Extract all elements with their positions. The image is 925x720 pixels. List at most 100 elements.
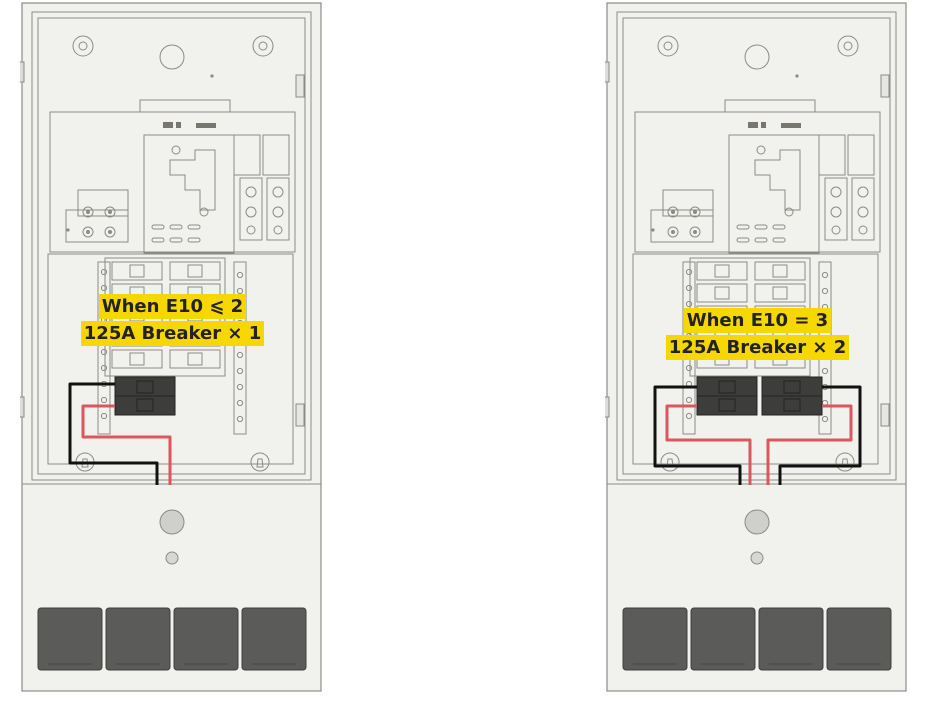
meter-screw bbox=[171, 145, 181, 155]
keyhole-slot bbox=[256, 458, 264, 468]
wire-black bbox=[653, 385, 742, 485]
neutral-terminal bbox=[824, 177, 848, 241]
bottom-knockout bbox=[241, 607, 307, 671]
door-frame bbox=[616, 11, 897, 481]
bus-screw bbox=[236, 271, 244, 279]
bus-screw bbox=[236, 287, 244, 295]
bus-screw bbox=[821, 271, 829, 279]
terminal-screw bbox=[273, 225, 283, 235]
breaker-handle bbox=[187, 352, 203, 366]
hinge bbox=[605, 396, 610, 418]
terminal-block bbox=[176, 122, 181, 128]
screw-dot bbox=[66, 228, 70, 232]
branch-breaker bbox=[169, 261, 221, 281]
branch-breaker bbox=[169, 349, 221, 369]
latch bbox=[295, 74, 305, 98]
latch bbox=[295, 403, 305, 427]
slot bbox=[754, 237, 768, 243]
slot bbox=[187, 224, 201, 230]
bus-screw bbox=[685, 412, 693, 420]
breaker-handle bbox=[714, 264, 730, 278]
top-bracket bbox=[139, 99, 231, 113]
slot bbox=[736, 237, 750, 243]
keyhole bbox=[835, 452, 855, 472]
latch bbox=[880, 74, 890, 98]
terminal-screw bbox=[246, 225, 256, 235]
breaker-handle bbox=[136, 398, 154, 412]
breaker-handle bbox=[783, 380, 801, 394]
enclosure-diagram bbox=[605, 2, 907, 692]
breaker-handle bbox=[718, 398, 736, 412]
top-knockout bbox=[159, 44, 185, 70]
neutral-terminal bbox=[266, 177, 290, 241]
branch-breaker bbox=[111, 261, 163, 281]
breaker-handle bbox=[772, 286, 788, 300]
lug-bolt-center bbox=[671, 210, 675, 214]
bus-screw bbox=[236, 399, 244, 407]
wire-red bbox=[665, 404, 752, 485]
wire-black bbox=[778, 385, 862, 485]
mounting-hole-center bbox=[843, 41, 853, 51]
wire-black bbox=[68, 382, 159, 485]
mounting-hole bbox=[657, 35, 679, 57]
terminal-screw bbox=[857, 186, 869, 198]
neutral-terminal bbox=[239, 177, 263, 241]
bus-screw bbox=[685, 300, 693, 308]
bottom-knockout bbox=[758, 607, 824, 671]
bottom-knockout bbox=[690, 607, 756, 671]
lug-bolt-center bbox=[86, 210, 90, 214]
lug-bolt bbox=[104, 226, 116, 238]
breaker-handle bbox=[129, 352, 145, 366]
small-knockout bbox=[750, 551, 764, 565]
branch-breaker bbox=[754, 261, 806, 281]
lug-bolt bbox=[82, 206, 94, 218]
relay-box bbox=[262, 134, 290, 176]
main-lug bbox=[65, 209, 129, 243]
hinge bbox=[20, 396, 25, 418]
slot bbox=[754, 224, 768, 230]
branch-breaker bbox=[696, 283, 748, 303]
lug-bolt-center bbox=[693, 210, 697, 214]
screw-dot bbox=[795, 74, 799, 78]
bottom-knockout bbox=[105, 607, 171, 671]
terminal-block bbox=[761, 122, 766, 128]
mounting-hole-center bbox=[78, 41, 88, 51]
breaker-handle bbox=[783, 398, 801, 412]
terminal-screw bbox=[245, 206, 257, 218]
lug-bolt bbox=[82, 226, 94, 238]
enclosure-body bbox=[20, 2, 322, 692]
lug-bolt bbox=[667, 226, 679, 238]
branch-breaker bbox=[696, 261, 748, 281]
label-breaker-count: 125A Breaker × 1 bbox=[80, 321, 265, 346]
bottom-knockout bbox=[826, 607, 892, 671]
breaker-handle bbox=[136, 380, 154, 394]
label-breaker-count: 125A Breaker × 2 bbox=[665, 335, 850, 360]
lug-bolt bbox=[104, 206, 116, 218]
bus-screw bbox=[685, 396, 693, 404]
terminal-screw bbox=[831, 225, 841, 235]
configuration-label: When E10 = 3 125A Breaker × 2 bbox=[605, 307, 910, 361]
latch bbox=[880, 403, 890, 427]
screw-dot bbox=[210, 74, 214, 78]
terminal-screw bbox=[272, 186, 284, 198]
lug-bolt bbox=[667, 206, 679, 218]
terminal-block bbox=[196, 123, 216, 128]
terminal-screw bbox=[830, 206, 842, 218]
lug-bolt bbox=[689, 226, 701, 238]
lug-bolt-center bbox=[86, 230, 90, 234]
meter-block bbox=[728, 134, 820, 254]
configuration-label: When E10 ⩽ 2 125A Breaker × 1 bbox=[20, 293, 325, 347]
lug-clamp bbox=[662, 189, 714, 217]
panel-right: When E10 = 3 125A Breaker × 2 bbox=[605, 0, 910, 705]
slot bbox=[187, 237, 201, 243]
bus-screw bbox=[685, 284, 693, 292]
bottom-knockout bbox=[173, 607, 239, 671]
mounting-hole bbox=[252, 35, 274, 57]
conduit-knockout bbox=[159, 509, 185, 535]
terminal-screw bbox=[830, 186, 842, 198]
bus-screw bbox=[100, 412, 108, 420]
small-knockout bbox=[165, 551, 179, 565]
wires bbox=[653, 385, 862, 485]
breakers bbox=[696, 376, 823, 416]
terminal-block bbox=[163, 122, 173, 128]
